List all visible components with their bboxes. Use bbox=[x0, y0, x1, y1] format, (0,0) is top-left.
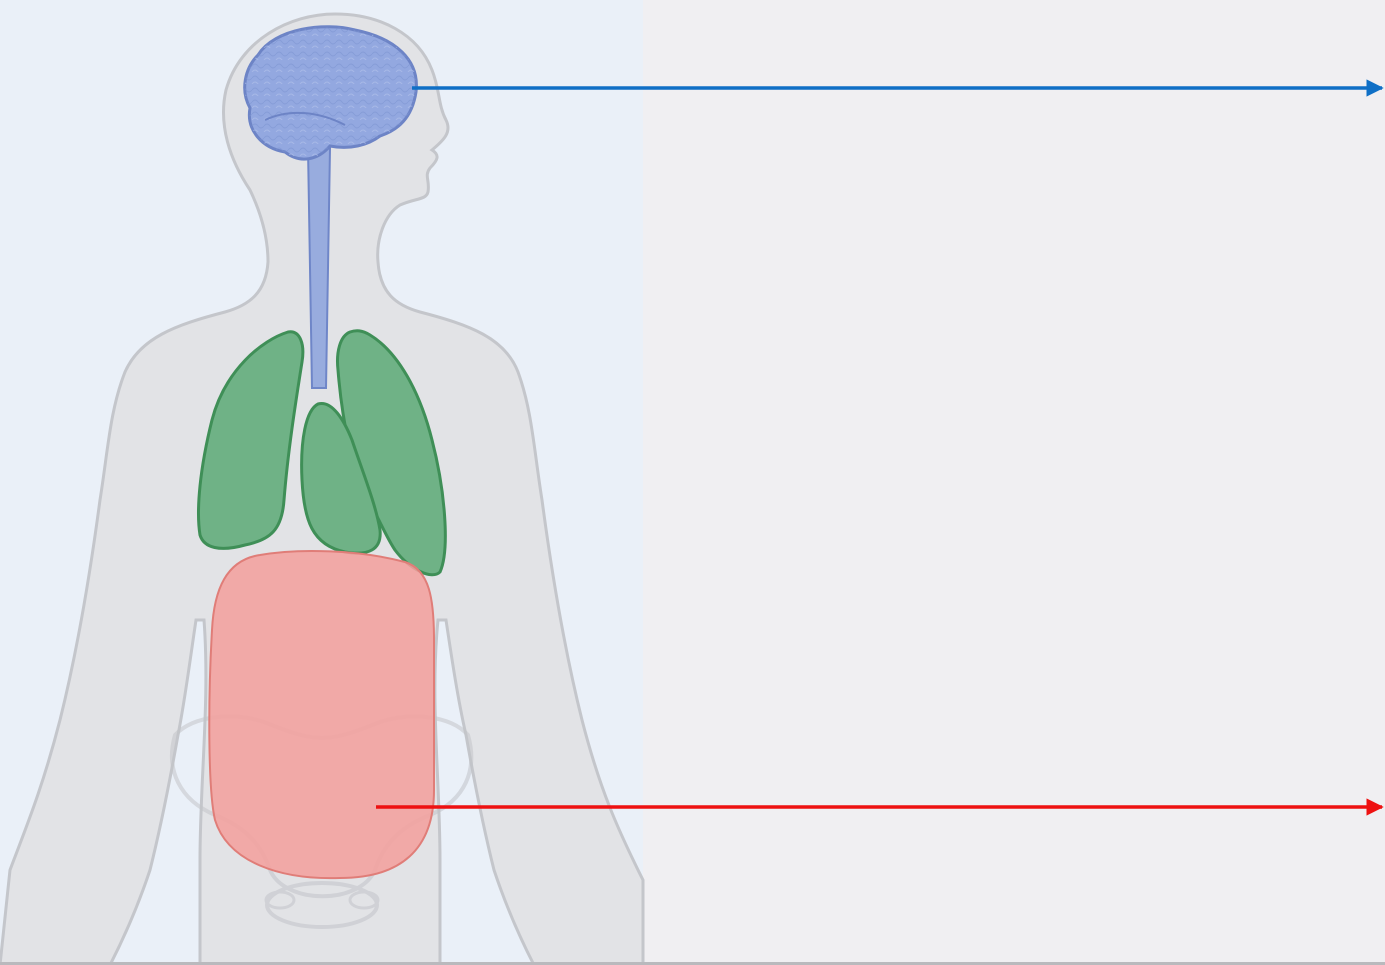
abdomen-region-icon bbox=[209, 551, 434, 878]
spinal-cord-icon bbox=[308, 148, 330, 388]
